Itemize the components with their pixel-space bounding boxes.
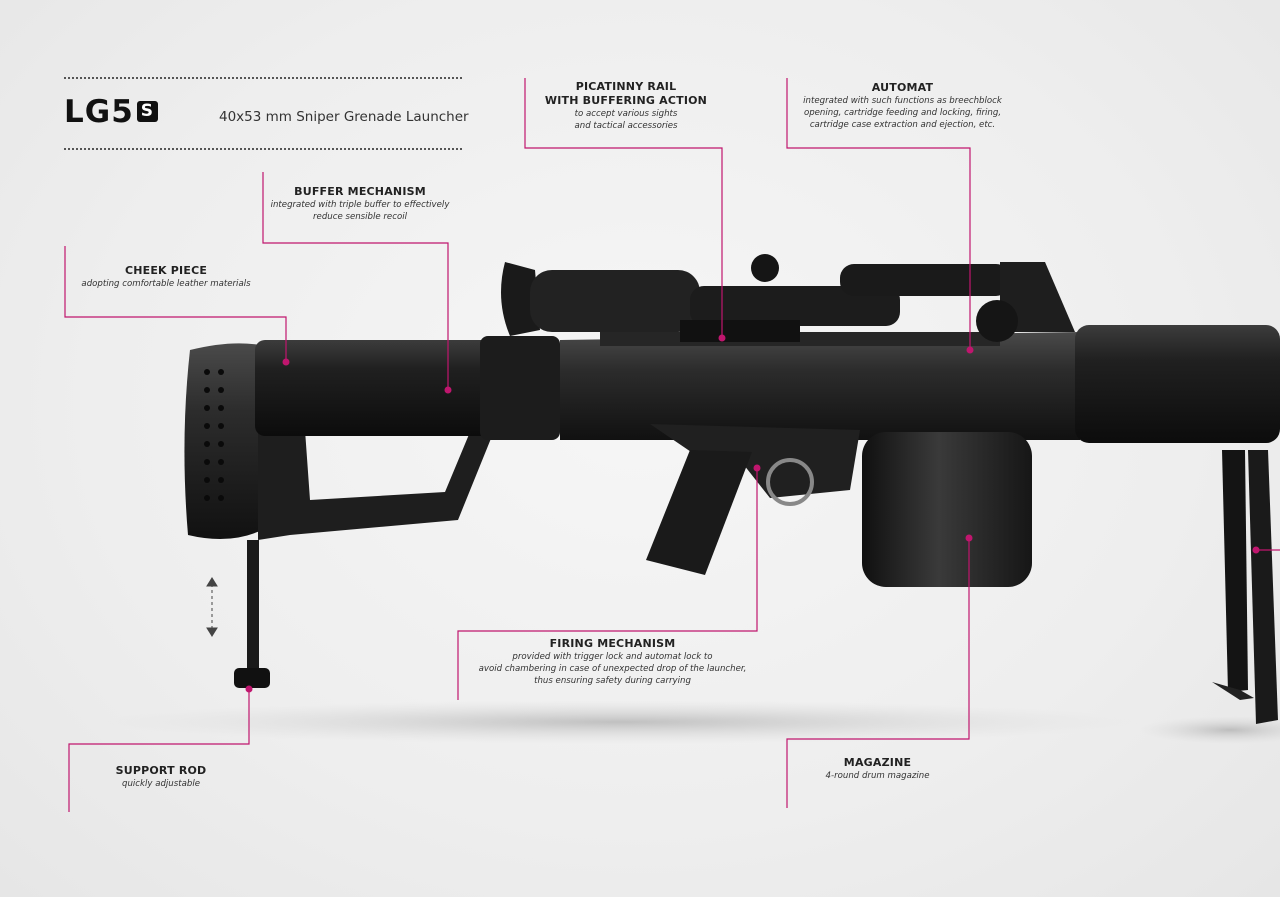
callout-description: provided with trigger lock and automat l… [512, 652, 713, 662]
callout-title: FIRING MECHANISM [549, 637, 676, 650]
support-rod-foot [234, 668, 270, 688]
automat-housing [1000, 262, 1075, 332]
bipod-shadow [1140, 716, 1280, 744]
marker-automat [966, 346, 974, 354]
leader-magazine [786, 538, 970, 808]
marker-support [245, 685, 253, 693]
cocking-grip [840, 264, 1010, 296]
bottom-divider [64, 148, 462, 150]
callout-description: to accept various sights [574, 109, 678, 119]
callout-description: adopting comfortable leather materials [81, 279, 251, 289]
receiver [560, 332, 1080, 440]
callout-description: cartridge case extraction and ejection, … [809, 120, 996, 130]
leader-buffer [262, 172, 449, 390]
callout-cheek-piece: CHEEK PIECE adopting comfortable leather… [70, 264, 262, 290]
callout-firing-mechanism: FIRING MECHANISM provided with trigger l… [450, 637, 775, 687]
marker-magazine [965, 534, 973, 542]
marker-bipod [1252, 546, 1260, 554]
callout-automat: AUTOMAT integrated with such functions a… [790, 81, 1015, 131]
scope-eyepiece [501, 262, 540, 336]
callout-title: CHEEK PIECE [124, 264, 208, 277]
drum-magazine [862, 432, 1032, 587]
butt-pad-holes [204, 369, 224, 501]
callout-title: PICATINNY RAIL [575, 80, 677, 93]
adjust-arrow-icon [206, 577, 218, 637]
callout-description: integrated with triple buffer to effecti… [270, 200, 450, 210]
buffer-ring [480, 336, 560, 440]
callout-picatinny-rail: PICATINNY RAIL WITH BUFFERING ACTION to … [520, 80, 732, 132]
product-subtitle: 40x53 mm Sniper Grenade Launcher [219, 109, 469, 125]
charging-knob [976, 300, 1018, 342]
leader-picatinny [524, 78, 723, 338]
pistol-grip [646, 450, 752, 575]
scope-mount [680, 320, 800, 342]
marker-firing [753, 464, 761, 472]
trigger-housing [650, 424, 860, 498]
callout-title: BUFFER MECHANISM [294, 185, 426, 198]
trigger-guard [766, 458, 814, 506]
callout-description: reduce sensible recoil [313, 212, 407, 222]
callout-description: avoid chambering in case of unexpected d… [478, 664, 747, 674]
scope-body [530, 270, 700, 332]
floor-shadow [100, 700, 1140, 744]
callout-description: quickly adjustable [122, 779, 200, 789]
callout-description: 4-round drum magazine [825, 771, 930, 781]
bipod-foot [1212, 682, 1254, 700]
leader-cheek [64, 246, 287, 362]
leader-firing [457, 468, 758, 700]
top-divider [64, 77, 462, 79]
barrel [1075, 325, 1280, 443]
callout-support-rod: SUPPORT ROD quickly adjustable [80, 764, 242, 790]
marker-picatinny [718, 334, 726, 342]
callout-title: SUPPORT ROD [115, 764, 207, 777]
callout-description: opening, cartridge feeding and locking, … [803, 108, 1002, 118]
marker-cheek [282, 358, 290, 366]
callout-buffer-mechanism: BUFFER MECHANISM integrated with triple … [262, 185, 458, 223]
callout-magazine: MAGAZINE 4-round drum magazine [790, 756, 965, 782]
scope-turret [751, 254, 779, 282]
callout-title: AUTOMAT [871, 81, 934, 94]
leader-automat [786, 78, 971, 350]
callout-description: thus ensuring safety during carrying [534, 676, 691, 686]
scope-tube [690, 286, 900, 326]
bipod-leg-1 [1222, 450, 1248, 692]
bipod-leg-2 [1248, 450, 1278, 724]
support-rod [247, 540, 259, 675]
callout-description: and tactical accessories [574, 121, 678, 131]
callout-description: integrated with such functions as breech… [803, 96, 1002, 106]
marker-buffer [444, 386, 452, 394]
stock-frame [258, 430, 492, 540]
callout-title: MAGAZINE [843, 756, 912, 769]
butt-pad [184, 343, 262, 539]
leader-support [68, 689, 250, 812]
callout-title: WITH BUFFERING ACTION [544, 94, 708, 107]
